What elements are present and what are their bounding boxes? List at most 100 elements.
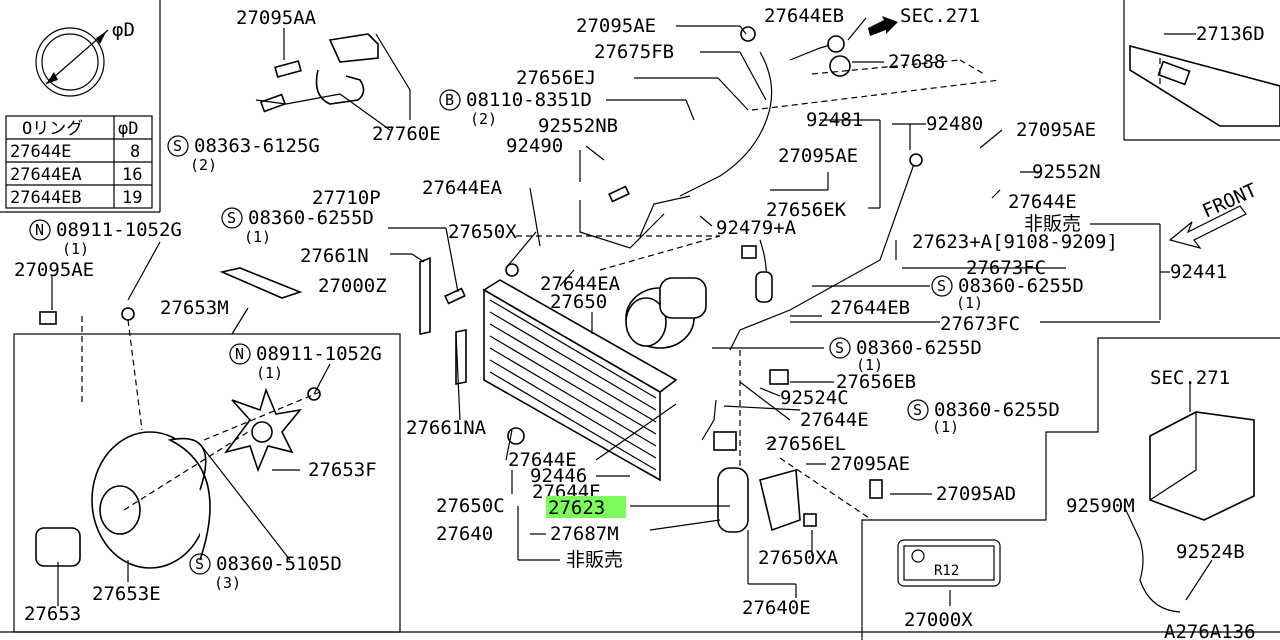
not-for-sale-note: 非販売 — [1024, 213, 1081, 235]
highlight-marker — [546, 496, 626, 518]
part-label-27650[interactable]: 27650 — [550, 291, 607, 313]
dashed-reference-lines — [81, 56, 1161, 521]
label-plate-text: R12 — [934, 563, 959, 579]
diagram-reference-code: A276A136 — [1164, 621, 1256, 640]
part-label-92480[interactable]: 92480 — [926, 113, 983, 135]
svg-text:S: S — [937, 277, 946, 295]
svg-text:S: S — [195, 555, 204, 573]
part-label-08360-6255d[interactable]: 08360-6255D — [934, 399, 1060, 421]
section-ref-sec271[interactable]: SEC.271 — [1150, 367, 1230, 389]
svg-text:S: S — [227, 209, 236, 227]
part-label-27710p[interactable]: 27710P — [312, 187, 381, 209]
part-label-27095ae[interactable]: 27095AE — [830, 453, 910, 475]
part-label-27687m[interactable]: 27687M — [550, 523, 619, 545]
part-label-92524c[interactable]: 92524C — [780, 387, 849, 409]
part-label-92446[interactable]: 92446 — [530, 465, 587, 487]
part-label-27653[interactable]: 27653 — [24, 603, 81, 625]
part-qty: (2) — [190, 156, 217, 174]
part-label-27095ad[interactable]: 27095AD — [936, 483, 1016, 505]
part-label-27653m[interactable]: 27653M — [160, 297, 229, 319]
part-label-27095ae[interactable]: 27095AE — [778, 145, 858, 167]
not-for-sale-note: 非販売 — [566, 549, 623, 571]
part-label-27644ea[interactable]: 27644EA — [540, 273, 621, 295]
part-label-08360-6255d[interactable]: 08360-6255D — [248, 207, 374, 229]
part-label-27095ae[interactable]: 27095AE — [1016, 119, 1096, 141]
part-label-27623a[interactable]: 27623+A[9108-9209] — [912, 231, 1118, 253]
part-label-27675fb[interactable]: 27675FB — [594, 41, 674, 63]
part-label-27644ea[interactable]: 27644EA — [422, 177, 503, 199]
section-ref-sec271[interactable]: SEC.271 — [900, 5, 980, 27]
part-label-27653f[interactable]: 27653F — [308, 459, 377, 481]
part-label-92524b[interactable]: 92524B — [1176, 541, 1245, 563]
part-label-27623-highlighted[interactable]: 27623 — [548, 497, 605, 519]
part-qty: (3) — [214, 574, 241, 592]
svg-text:S: S — [913, 401, 922, 419]
part-qty: (1) — [244, 228, 271, 246]
part-label-27644e[interactable]: 27644E — [800, 409, 869, 431]
part-label-27656eb[interactable]: 27656EB — [836, 371, 916, 393]
part-label-92552n[interactable]: 92552N — [1032, 161, 1101, 183]
part-label-27644eb[interactable]: 27644EB — [830, 297, 910, 319]
part-label-08363-6125g[interactable]: 08363-6125G — [194, 135, 320, 157]
part-label-27000z[interactable]: 27000Z — [318, 275, 387, 297]
part-label-27095ae[interactable]: 27095AE — [14, 259, 94, 281]
o-ring-row-dim: 8 — [130, 142, 140, 162]
part-label-27673fc[interactable]: 27673FC — [940, 313, 1020, 335]
part-label-27095aa[interactable]: 27095AA — [236, 7, 317, 29]
part-label-27136d[interactable]: 27136D — [1196, 23, 1265, 45]
front-direction-label: FRONT — [1199, 179, 1260, 222]
part-label-27640e[interactable]: 27640E — [742, 597, 811, 619]
part-qty: (2) — [470, 110, 497, 128]
part-qty: (1) — [256, 364, 283, 382]
part-label-27656ek[interactable]: 27656EK — [766, 199, 847, 221]
part-label-92490[interactable]: 92490 — [506, 135, 563, 157]
part-label-27656el[interactable]: 27656EL — [766, 433, 846, 455]
part-label-27000x[interactable]: 27000X — [904, 609, 973, 631]
part-label-27644eb[interactable]: 27644EB — [764, 5, 844, 27]
svg-text:B: B — [445, 91, 454, 109]
part-label-92590m[interactable]: 92590M — [1066, 495, 1135, 517]
o-ring-row-dim: 19 — [122, 188, 142, 208]
o-ring-table-header-name: Oリング — [22, 119, 83, 139]
part-label-27688[interactable]: 27688 — [888, 51, 945, 73]
o-ring-row-part: 27644EA — [10, 165, 82, 185]
leader-lines — [51, 17, 1213, 606]
part-label-27661n[interactable]: 27661N — [300, 245, 369, 267]
part-label-08360-5105d[interactable]: 08360-5105D — [216, 553, 342, 575]
part-label-08110-8351d[interactable]: 08110-8351D — [466, 89, 592, 111]
part-drawings: R12 — [35, 16, 1280, 613]
part-label-08911-1052g[interactable]: 08911-1052G — [56, 219, 182, 241]
part-label-08360-6255d[interactable]: 08360-6255D — [856, 337, 982, 359]
part-label-27644e[interactable]: 27644E — [508, 449, 577, 471]
part-qty: (1) — [62, 240, 89, 258]
part-label-27644e[interactable]: 27644E — [1008, 191, 1077, 213]
part-label-27095ae[interactable]: 27095AE — [576, 15, 656, 37]
part-label-27673fc[interactable]: 27673FC — [966, 257, 1046, 279]
part-label-27640[interactable]: 27640 — [436, 523, 493, 545]
part-label-27760e[interactable]: 27760E — [372, 123, 441, 145]
svg-text:N: N — [35, 221, 44, 239]
part-qty: (1) — [956, 294, 983, 312]
o-ring-row-part: 27644EB — [10, 188, 82, 208]
o-ring-row-dim: 16 — [122, 165, 142, 185]
o-ring-table: φD Oリング φD 27644E 8 27644EA 16 27644EB 1… — [5, 19, 153, 209]
part-label-92479a[interactable]: 92479+A — [716, 217, 797, 239]
o-ring-table-header-dim: φD — [118, 119, 138, 139]
part-label-08911-1052g[interactable]: 08911-1052G — [256, 343, 382, 365]
part-label-27650xa[interactable]: 27650XA — [758, 547, 839, 569]
part-label-08360-6255d[interactable]: 08360-6255D — [958, 275, 1084, 297]
part-labels: 27095AA 27760E S 08363-6125G (2) 27710P … — [14, 5, 1265, 640]
part-label-92441[interactable]: 92441 — [1170, 261, 1227, 283]
part-label-27653e[interactable]: 27653E — [92, 583, 161, 605]
svg-text:S: S — [835, 339, 844, 357]
part-label-27661na[interactable]: 27661NA — [406, 417, 487, 439]
part-qty: (1) — [932, 418, 959, 436]
part-label-92481[interactable]: 92481 — [806, 109, 863, 131]
part-label-27656ej[interactable]: 27656EJ — [516, 67, 596, 89]
part-label-27650c[interactable]: 27650C — [436, 495, 505, 517]
part-label-92552nb[interactable]: 92552NB — [538, 115, 618, 137]
part-label-27650x[interactable]: 27650X — [448, 221, 517, 243]
